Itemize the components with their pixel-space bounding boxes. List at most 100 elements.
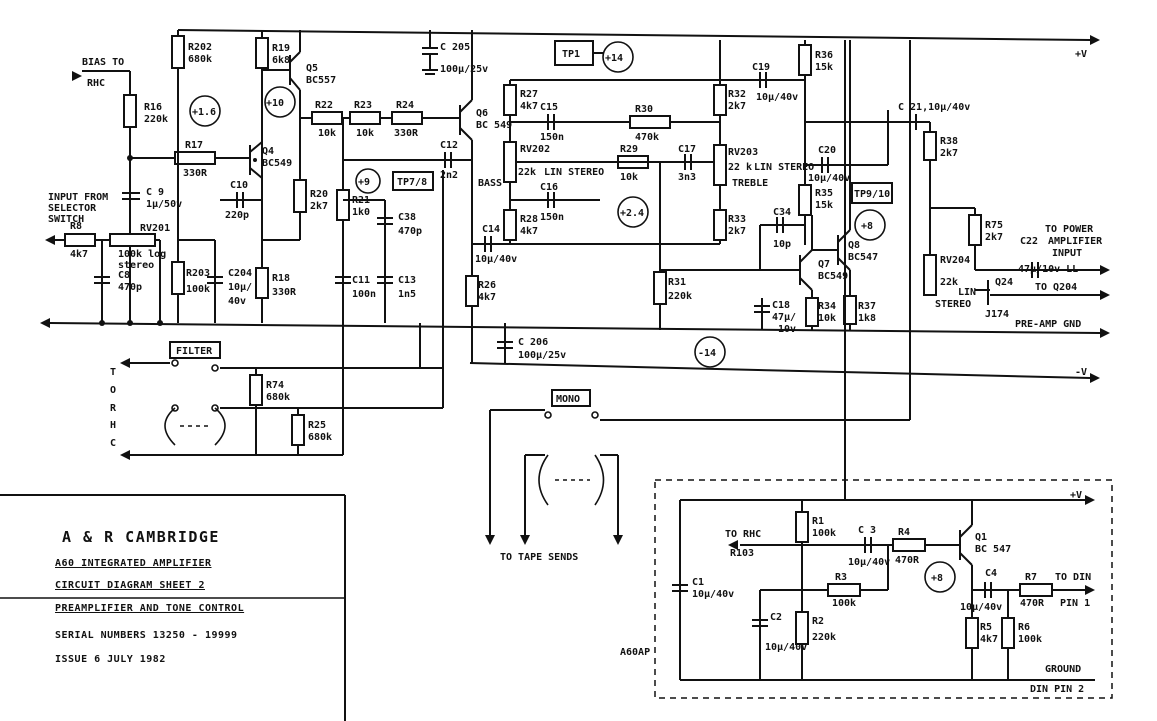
svg-text:C2: C2	[770, 612, 782, 623]
svg-text:R16: R16	[144, 102, 162, 113]
svg-text:100k: 100k	[1018, 634, 1042, 645]
svg-text:-14: -14	[698, 348, 716, 359]
svg-text:C204: C204	[228, 268, 252, 279]
svg-text:220k: 220k	[144, 114, 168, 125]
svg-text:LIN STEREO: LIN STEREO	[754, 162, 814, 173]
svg-text:10μ/40v: 10μ/40v	[692, 589, 734, 600]
svg-text:C18: C18	[772, 300, 790, 311]
svg-text:R75: R75	[985, 220, 1003, 231]
svg-text:C38: C38	[398, 212, 416, 223]
svg-text:10μ/40v: 10μ/40v	[756, 92, 798, 103]
svg-text:Q24: Q24	[995, 277, 1013, 288]
subject: PREAMPLIFIER AND TONE CONTROL	[55, 603, 245, 614]
svg-text:LIN: LIN	[958, 287, 976, 298]
svg-text:150n: 150n	[540, 212, 564, 223]
svg-text:C 205: C 205	[440, 42, 470, 53]
svg-text:R2: R2	[812, 616, 824, 627]
svg-text:1k8: 1k8	[858, 313, 876, 324]
voltage-marker	[189, 95, 221, 127]
svg-text:R19: R19	[272, 43, 290, 54]
svg-text:220k: 220k	[668, 291, 692, 302]
svg-text:+14: +14	[605, 53, 623, 64]
svg-text:TREBLE: TREBLE	[732, 178, 768, 189]
svg-text:10μ/40v: 10μ/40v	[765, 642, 807, 653]
svg-text:C13: C13	[398, 275, 416, 286]
svg-text:Q7: Q7	[818, 259, 830, 270]
svg-text:2k7: 2k7	[728, 226, 746, 237]
svg-text:Q4: Q4	[262, 146, 274, 157]
svg-text:C1: C1	[692, 577, 704, 588]
svg-text:R74: R74	[266, 380, 284, 391]
svg-text:TP9/10: TP9/10	[854, 189, 890, 200]
svg-text:T: T	[110, 367, 116, 378]
svg-text:22 k: 22 k	[728, 162, 752, 173]
svg-text:100k: 100k	[832, 598, 856, 609]
svg-text:R17: R17	[185, 140, 203, 151]
svg-text:C34: C34	[773, 207, 791, 218]
svg-text:O: O	[110, 385, 116, 396]
svg-text:1μ/50v: 1μ/50v	[146, 199, 182, 210]
svg-text:100k: 100k	[812, 528, 836, 539]
svg-text:TP1: TP1	[562, 49, 580, 60]
svg-text:R23: R23	[354, 100, 372, 111]
svg-text:R: R	[110, 403, 117, 414]
svg-text:4k7: 4k7	[520, 226, 538, 237]
svg-text:C 206: C 206	[518, 337, 548, 348]
svg-text:100μ/25v: 100μ/25v	[440, 64, 488, 75]
svg-text:+10: +10	[266, 98, 284, 109]
svg-text:C4: C4	[985, 568, 997, 579]
svg-text:R27: R27	[520, 89, 538, 100]
svg-text:H: H	[110, 420, 116, 431]
svg-text:+2.4: +2.4	[620, 208, 644, 219]
svg-text:R1: R1	[812, 516, 824, 527]
svg-text:1k0: 1k0	[352, 207, 370, 218]
svg-text:R24: R24	[396, 100, 414, 111]
svg-text:R202: R202	[188, 42, 212, 53]
svg-text:4k7: 4k7	[980, 634, 998, 645]
svg-text:220k: 220k	[812, 632, 836, 643]
svg-text:SELECTOR: SELECTOR	[48, 203, 97, 214]
svg-text:10k: 10k	[356, 128, 374, 139]
svg-text:R6: R6	[1018, 622, 1030, 633]
svg-text:470R: 470R	[1020, 598, 1045, 609]
svg-text:470k: 470k	[635, 132, 659, 143]
svg-text:R35: R35	[815, 188, 833, 199]
svg-text:C: C	[110, 438, 116, 449]
svg-text:150n: 150n	[540, 132, 564, 143]
svg-text:C10: C10	[230, 180, 248, 191]
svg-text:RV203: RV203	[728, 147, 758, 158]
svg-text:C12: C12	[440, 140, 458, 151]
svg-text:BC557: BC557	[306, 75, 336, 86]
svg-text:Q6: Q6	[476, 108, 488, 119]
svg-text:GROUND: GROUND	[1045, 664, 1081, 675]
svg-text:MONO: MONO	[556, 394, 580, 405]
svg-text:680k: 680k	[308, 432, 332, 443]
svg-text:+9: +9	[358, 177, 370, 188]
svg-text:R18: R18	[272, 273, 290, 284]
svg-text:C15: C15	[540, 102, 558, 113]
svg-text:C20: C20	[818, 145, 836, 156]
minus-v-label: -V	[1075, 367, 1087, 378]
svg-text:stereo: stereo	[118, 260, 154, 271]
svg-text:BC549: BC549	[262, 158, 292, 169]
svg-text:+8: +8	[931, 573, 943, 584]
svg-text:R28: R28	[520, 214, 538, 225]
svg-text:R36: R36	[815, 50, 833, 61]
svg-text:3n3: 3n3	[678, 172, 696, 183]
svg-text:INPUT: INPUT	[1052, 248, 1082, 259]
svg-text:BC 547: BC 547	[975, 544, 1011, 555]
svg-text:15k: 15k	[815, 62, 833, 73]
svg-text:100k: 100k	[186, 284, 210, 295]
svg-text:PIN 1: PIN 1	[1060, 598, 1090, 609]
svg-text:DIN PIN 2: DIN PIN 2	[1030, 684, 1084, 695]
svg-text:Q5: Q5	[306, 63, 318, 74]
title-block-frame	[0, 494, 346, 721]
svg-text:R33: R33	[728, 214, 746, 225]
svg-text:R25: R25	[308, 420, 326, 431]
svg-text:2k7: 2k7	[940, 148, 958, 159]
to-tape-label: TO TAPE SENDS	[500, 552, 578, 563]
